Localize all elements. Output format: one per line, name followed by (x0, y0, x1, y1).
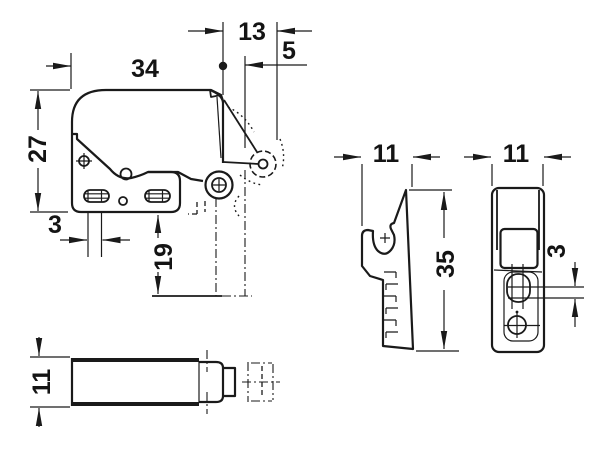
open-axis-centerline (222, 170, 252, 297)
dim-label-34: 34 (131, 55, 159, 83)
hook-front-face (499, 227, 539, 270)
catch-plate-side-view (360, 188, 415, 351)
dim-label-3-side: 3 (48, 211, 62, 239)
dimension-19: 19 (150, 215, 178, 294)
dim-label-13: 13 (238, 18, 266, 46)
plate-side-fold-lines (496, 190, 540, 250)
dim-label-19: 19 (150, 243, 178, 271)
lever-closed-line (222, 161, 260, 165)
dim-label-3-front: 3 (543, 244, 571, 258)
dimension-13: 13 (188, 18, 312, 140)
roller-outer (204, 170, 234, 200)
dim-label-11-bottom: 11 (28, 369, 56, 396)
latch-side-view (70, 88, 285, 297)
cross-hole-crosshair (76, 153, 92, 169)
teeth-row (384, 271, 398, 338)
roller-open-phantom-front (242, 362, 280, 402)
swing-arc-4 (233, 195, 240, 217)
fold-line (493, 269, 543, 273)
swing-arc-2 (279, 138, 285, 170)
roller-front-outline (223, 366, 237, 398)
case-outline (70, 88, 225, 163)
rivet-hole-lower (118, 196, 128, 206)
hook-outline (360, 188, 415, 351)
plate-outer-outline (490, 186, 546, 354)
dimension-5: 5 (244, 37, 307, 148)
screw-slot-left (83, 189, 110, 203)
roller-closed (204, 170, 234, 200)
hook-teeth-hidden-lines (384, 271, 398, 338)
roller-open-inner (257, 158, 269, 170)
dimension-34: 34 (46, 53, 228, 89)
mounting-plate-outline (70, 134, 182, 214)
ext-lines (508, 286, 584, 299)
catch-plate-front-view (490, 186, 546, 354)
dimension-35: 35 (409, 189, 460, 352)
screw-slot-right (144, 189, 171, 203)
dim-label-35: 35 (432, 250, 460, 278)
rivet-hole-upper (119, 167, 133, 181)
dimension-3-front: 3 (508, 244, 584, 327)
dim-label-5: 5 (282, 37, 296, 65)
slot-outline (83, 189, 110, 203)
dimension-11-bottom: 11 (28, 337, 70, 427)
ext-lines (87, 213, 103, 257)
end-cap-outline (199, 360, 225, 404)
dimension-11-front: 11 (464, 140, 571, 186)
dim-label-27: 27 (24, 135, 52, 163)
center-dot (515, 310, 519, 314)
slot-countersink (506, 273, 531, 303)
case-cutout-contour (72, 132, 204, 183)
slot-inner-lines (84, 190, 109, 202)
hook-plus-mark (380, 233, 390, 243)
phantom-horizontals (251, 362, 272, 402)
dimension-27: 27 (24, 89, 70, 213)
plate-boss-outline (503, 271, 539, 342)
dimension-3-side: 3 (48, 211, 130, 257)
latch-bottom-view (70, 350, 280, 414)
roller-crosshair (213, 179, 225, 191)
lever-open-line (223, 99, 258, 153)
notch-curve (211, 90, 224, 105)
hidden-edge-l (188, 201, 206, 215)
dim-label-11-hook: 11 (373, 140, 400, 168)
roller-open-outer (249, 150, 277, 178)
lever-inner-edge (216, 96, 222, 159)
slot-outline (144, 189, 171, 203)
dim-label-11-front: 11 (503, 140, 530, 168)
dimension-11-hook: 11 (334, 140, 440, 226)
slot-inner-lines (145, 190, 170, 202)
screw-hole-centerlines (504, 313, 540, 338)
roller-inner (211, 177, 227, 193)
